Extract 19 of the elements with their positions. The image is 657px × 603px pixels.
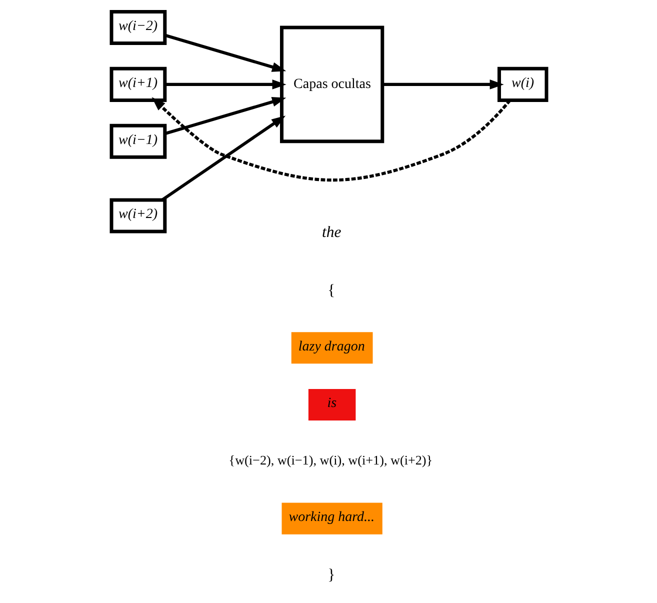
arrow	[151, 97, 511, 182]
node-box: w(i)	[496, 66, 548, 102]
node-box: w(i+1)	[109, 66, 166, 102]
arrow	[382, 80, 504, 90]
arrow	[164, 97, 286, 136]
label: the	[322, 224, 341, 242]
arrow	[164, 34, 286, 72]
node-box: w(i−1)	[109, 124, 166, 159]
node-box: w(i−2)	[109, 10, 166, 46]
node-box: working hard...	[281, 502, 382, 534]
label: {w(i−2), w(i−1), w(i), w(i+1), w(i+2)}	[228, 452, 432, 468]
node-box: lazy dragon	[290, 332, 372, 364]
node-box: Capas ocultas	[279, 26, 384, 144]
arrow	[160, 116, 286, 202]
label: {	[327, 282, 335, 299]
arrow	[164, 80, 286, 90]
node-box: w(i+2)	[109, 198, 166, 234]
label: }	[327, 566, 335, 584]
node-box: is	[308, 389, 356, 421]
